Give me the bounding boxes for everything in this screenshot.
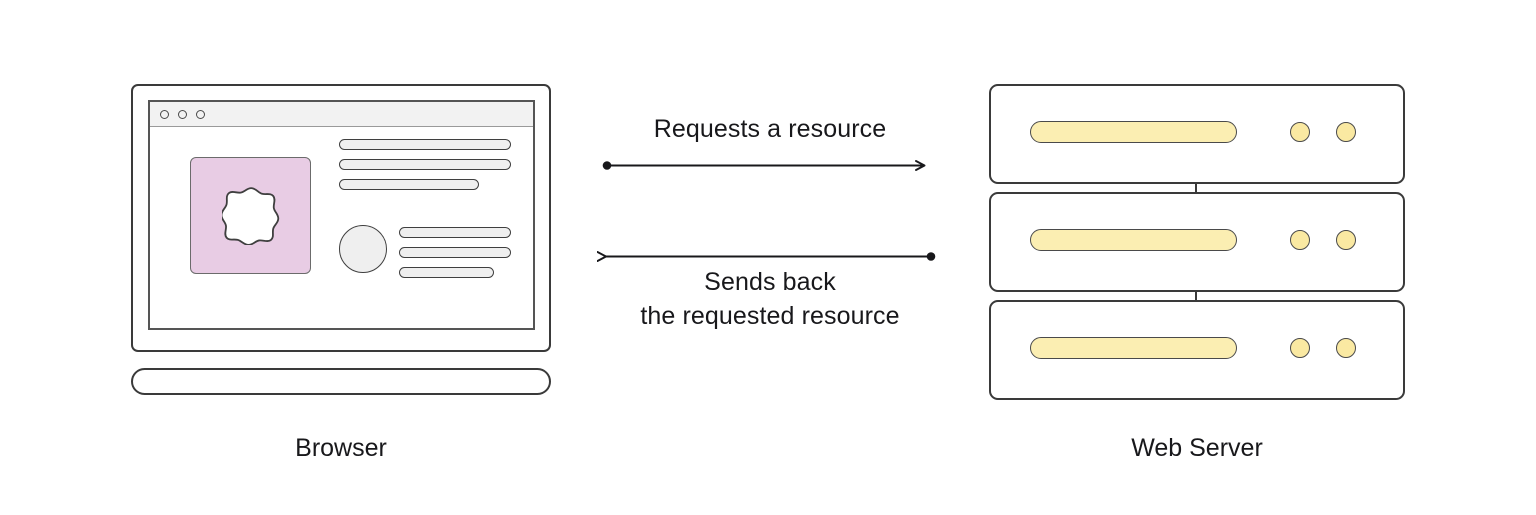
server-status-bar [1030,121,1237,143]
text-line-4 [399,227,511,238]
browser-window [148,100,535,330]
browser-caption: Browser [295,434,387,462]
server-led-right [1336,338,1356,358]
traffic-light-3-icon[interactable] [196,109,205,119]
text-line-5 [399,247,511,258]
request-arrow [602,160,926,171]
server-status-bar [1030,229,1237,251]
server-led-left [1290,122,1310,142]
server-connector-2 [1195,291,1198,300]
browser-titlebar [150,102,533,127]
text-line-3 [339,179,479,190]
text-line-2 [339,159,511,170]
server-connector-1 [1195,183,1198,192]
avatar [339,225,387,273]
text-line-6 [399,267,494,278]
traffic-light-1-icon[interactable] [160,109,169,119]
traffic-light-2-icon[interactable] [178,109,187,119]
server-led-right [1336,122,1356,142]
server-led-left [1290,338,1310,358]
server-unit-2 [989,192,1405,292]
server-unit-1 [989,84,1405,184]
flower-rosette-icon [222,187,280,245]
request-arrow-label: Requests a resource [653,115,887,143]
response-arrow-label: Sends back the requested resource [640,268,900,330]
laptop-base [131,368,551,395]
server-unit-3 [989,300,1405,400]
response-arrow-start-dot [926,252,936,261]
web-server-caption: Web Server [1131,434,1263,462]
response-arrow [595,241,936,273]
text-line-1 [339,139,511,150]
request-arrow-start-dot [602,161,612,170]
server-led-right [1336,230,1356,250]
server-led-left [1290,230,1310,250]
server-status-bar [1030,337,1237,359]
browser-page-content [150,127,533,328]
